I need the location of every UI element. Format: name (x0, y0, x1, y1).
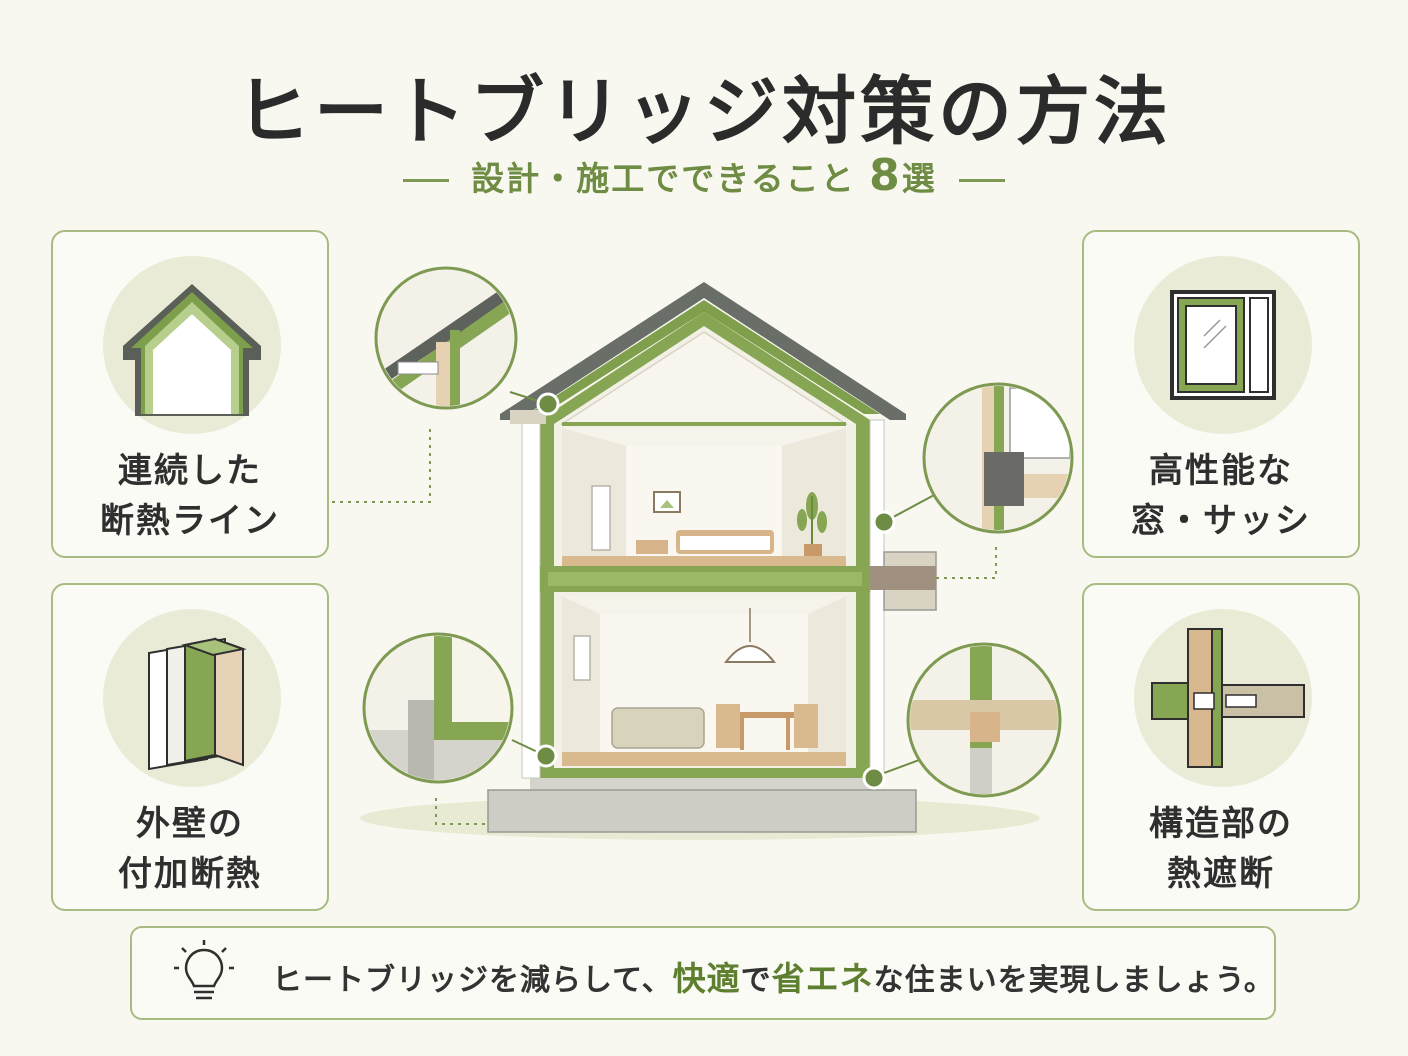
lightbulb-icon (174, 940, 234, 1000)
detail-circle-foundation (362, 632, 514, 784)
card-label: 連続した 断熱ライン (53, 446, 327, 546)
card-label-line2: 付加断熱 (118, 854, 262, 894)
footer-text-part1: ヒートブリッジを減らして、 (272, 963, 673, 998)
footer-highlight-energy-saving: 省エネ (771, 959, 874, 998)
subtitle-number: 8 (869, 150, 902, 201)
house-insulation-icon (103, 256, 281, 434)
card-label: 構造部の 熱遮断 (1084, 799, 1358, 899)
upper-room (562, 428, 846, 566)
card-label-line1: 連続した (118, 451, 262, 491)
footer-message: ヒートブリッジを減らして、快適で省エネな住まいを実現しましょう。 (272, 952, 1275, 1000)
card-continuous-insulation: 連続した 断熱ライン (51, 230, 329, 558)
card-label-line2: 断熱ライン (100, 501, 280, 541)
card-structural-thermal-break: 構造部の 熱遮断 (1082, 583, 1360, 911)
footer-highlight-comfort: 快適 (672, 959, 741, 998)
card-label: 高性能な 窓・サッシ (1084, 446, 1358, 546)
subtitle-text: 設計・施工でできること (471, 159, 856, 198)
detail-circle-floor-junction (906, 642, 1062, 798)
card-high-performance-window: 高性能な 窓・サッシ (1082, 230, 1360, 558)
thermal-break-icon (1134, 609, 1312, 787)
foundation (487, 778, 917, 833)
balcony (870, 551, 937, 611)
subtitle-suffix: 選 (901, 159, 937, 198)
wall-layers-icon (103, 609, 281, 787)
footer-text-part3: な住まいを実現しましょう。 (873, 963, 1275, 998)
detail-dotted-links (332, 428, 997, 825)
card-label-line2: 窓・サッシ (1131, 501, 1311, 541)
card-label-line1: 高性能な (1149, 451, 1293, 491)
page-subtitle: 設計・施工でできること 8選 (0, 150, 1408, 201)
card-label-line2: 熱遮断 (1167, 854, 1275, 894)
footer-message-box: ヒートブリッジを減らして、快適で省エネな住まいを実現しましょう。 (130, 926, 1276, 1020)
subtitle-dash-left (403, 179, 450, 182)
lower-room (562, 596, 846, 766)
card-label: 外壁の 付加断熱 (53, 799, 327, 899)
page-title: ヒートブリッジ対策の方法 (236, 69, 1172, 155)
detail-circle-eaves (374, 266, 518, 410)
card-label-line1: 構造部の (1149, 804, 1293, 844)
subtitle-dash-right (958, 179, 1005, 182)
footer-text-part2: で (740, 963, 772, 998)
window-icon (1134, 256, 1312, 434)
card-label-line1: 外壁の (136, 804, 244, 844)
detail-circle-window (922, 382, 1074, 534)
detail-markers (534, 392, 896, 790)
card-exterior-insulation: 外壁の 付加断熱 (51, 583, 329, 911)
